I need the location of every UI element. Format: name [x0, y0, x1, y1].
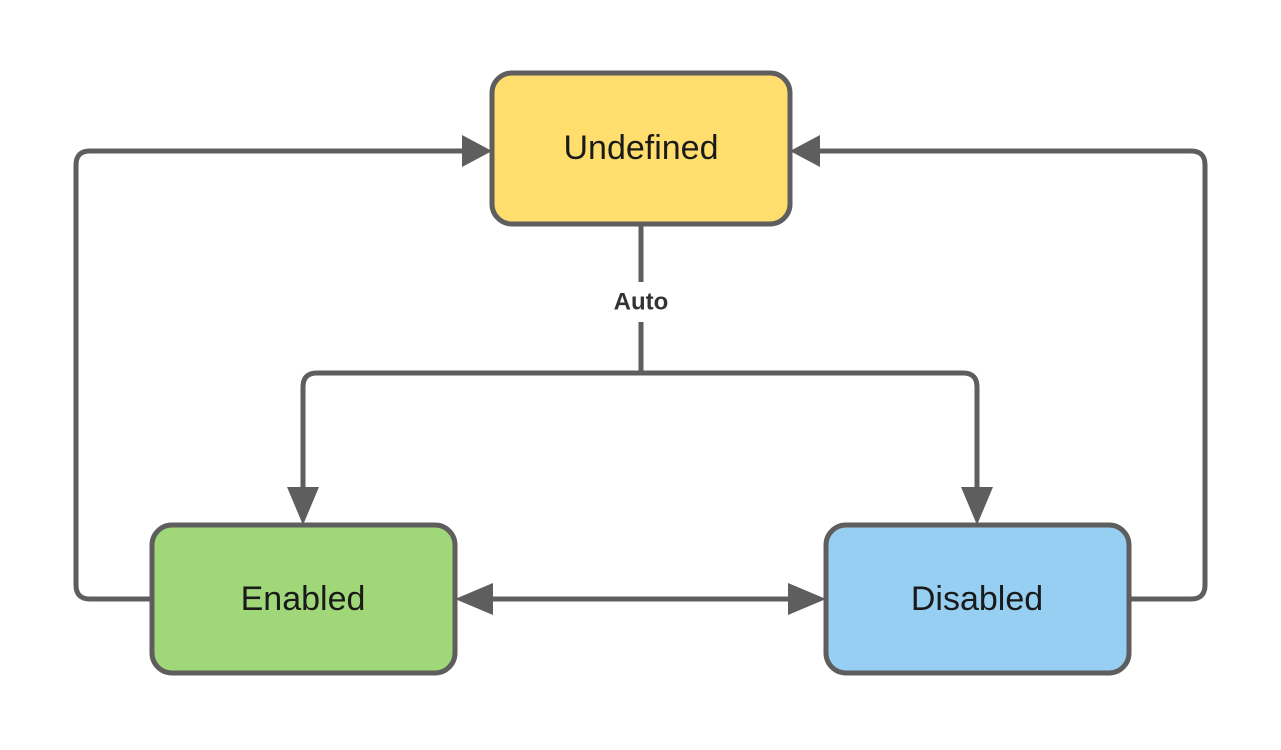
- edge-enabled-disabled[interactable]: [455, 583, 826, 615]
- edge-auto-left-arrowhead: [287, 487, 319, 525]
- edge-enabled-to-undefined-arrowhead: [462, 135, 492, 167]
- edge-auto-left-branch-path: [300, 370, 641, 495]
- node-disabled-shape: [823, 522, 1132, 676]
- node-enabled-shape: [149, 522, 458, 676]
- edge-enabled-to-undefined[interactable]: [73, 135, 492, 602]
- edge-auto-right-branch-path: [641, 370, 980, 495]
- edge-auto-fork[interactable]: Auto: [287, 224, 993, 525]
- edge-disabled-to-undefined-arrowhead: [790, 135, 820, 167]
- edge-disabled-to-undefined[interactable]: [790, 135, 1208, 602]
- node-enabled[interactable]: Enabled: [149, 522, 458, 676]
- edge-enabled-disabled-arrowhead-left: [455, 583, 493, 615]
- edge-disabled-to-undefined-path: [802, 148, 1208, 602]
- node-undefined[interactable]: Undefined: [489, 70, 793, 227]
- edge-auto-right-arrowhead: [961, 487, 993, 525]
- edge-auto-label-backing: [594, 282, 688, 322]
- edge-enabled-disabled-arrowhead-right: [788, 583, 826, 615]
- edge-enabled-to-undefined-path: [73, 148, 480, 602]
- node-undefined-shape: [489, 70, 793, 227]
- node-disabled[interactable]: Disabled: [823, 522, 1132, 676]
